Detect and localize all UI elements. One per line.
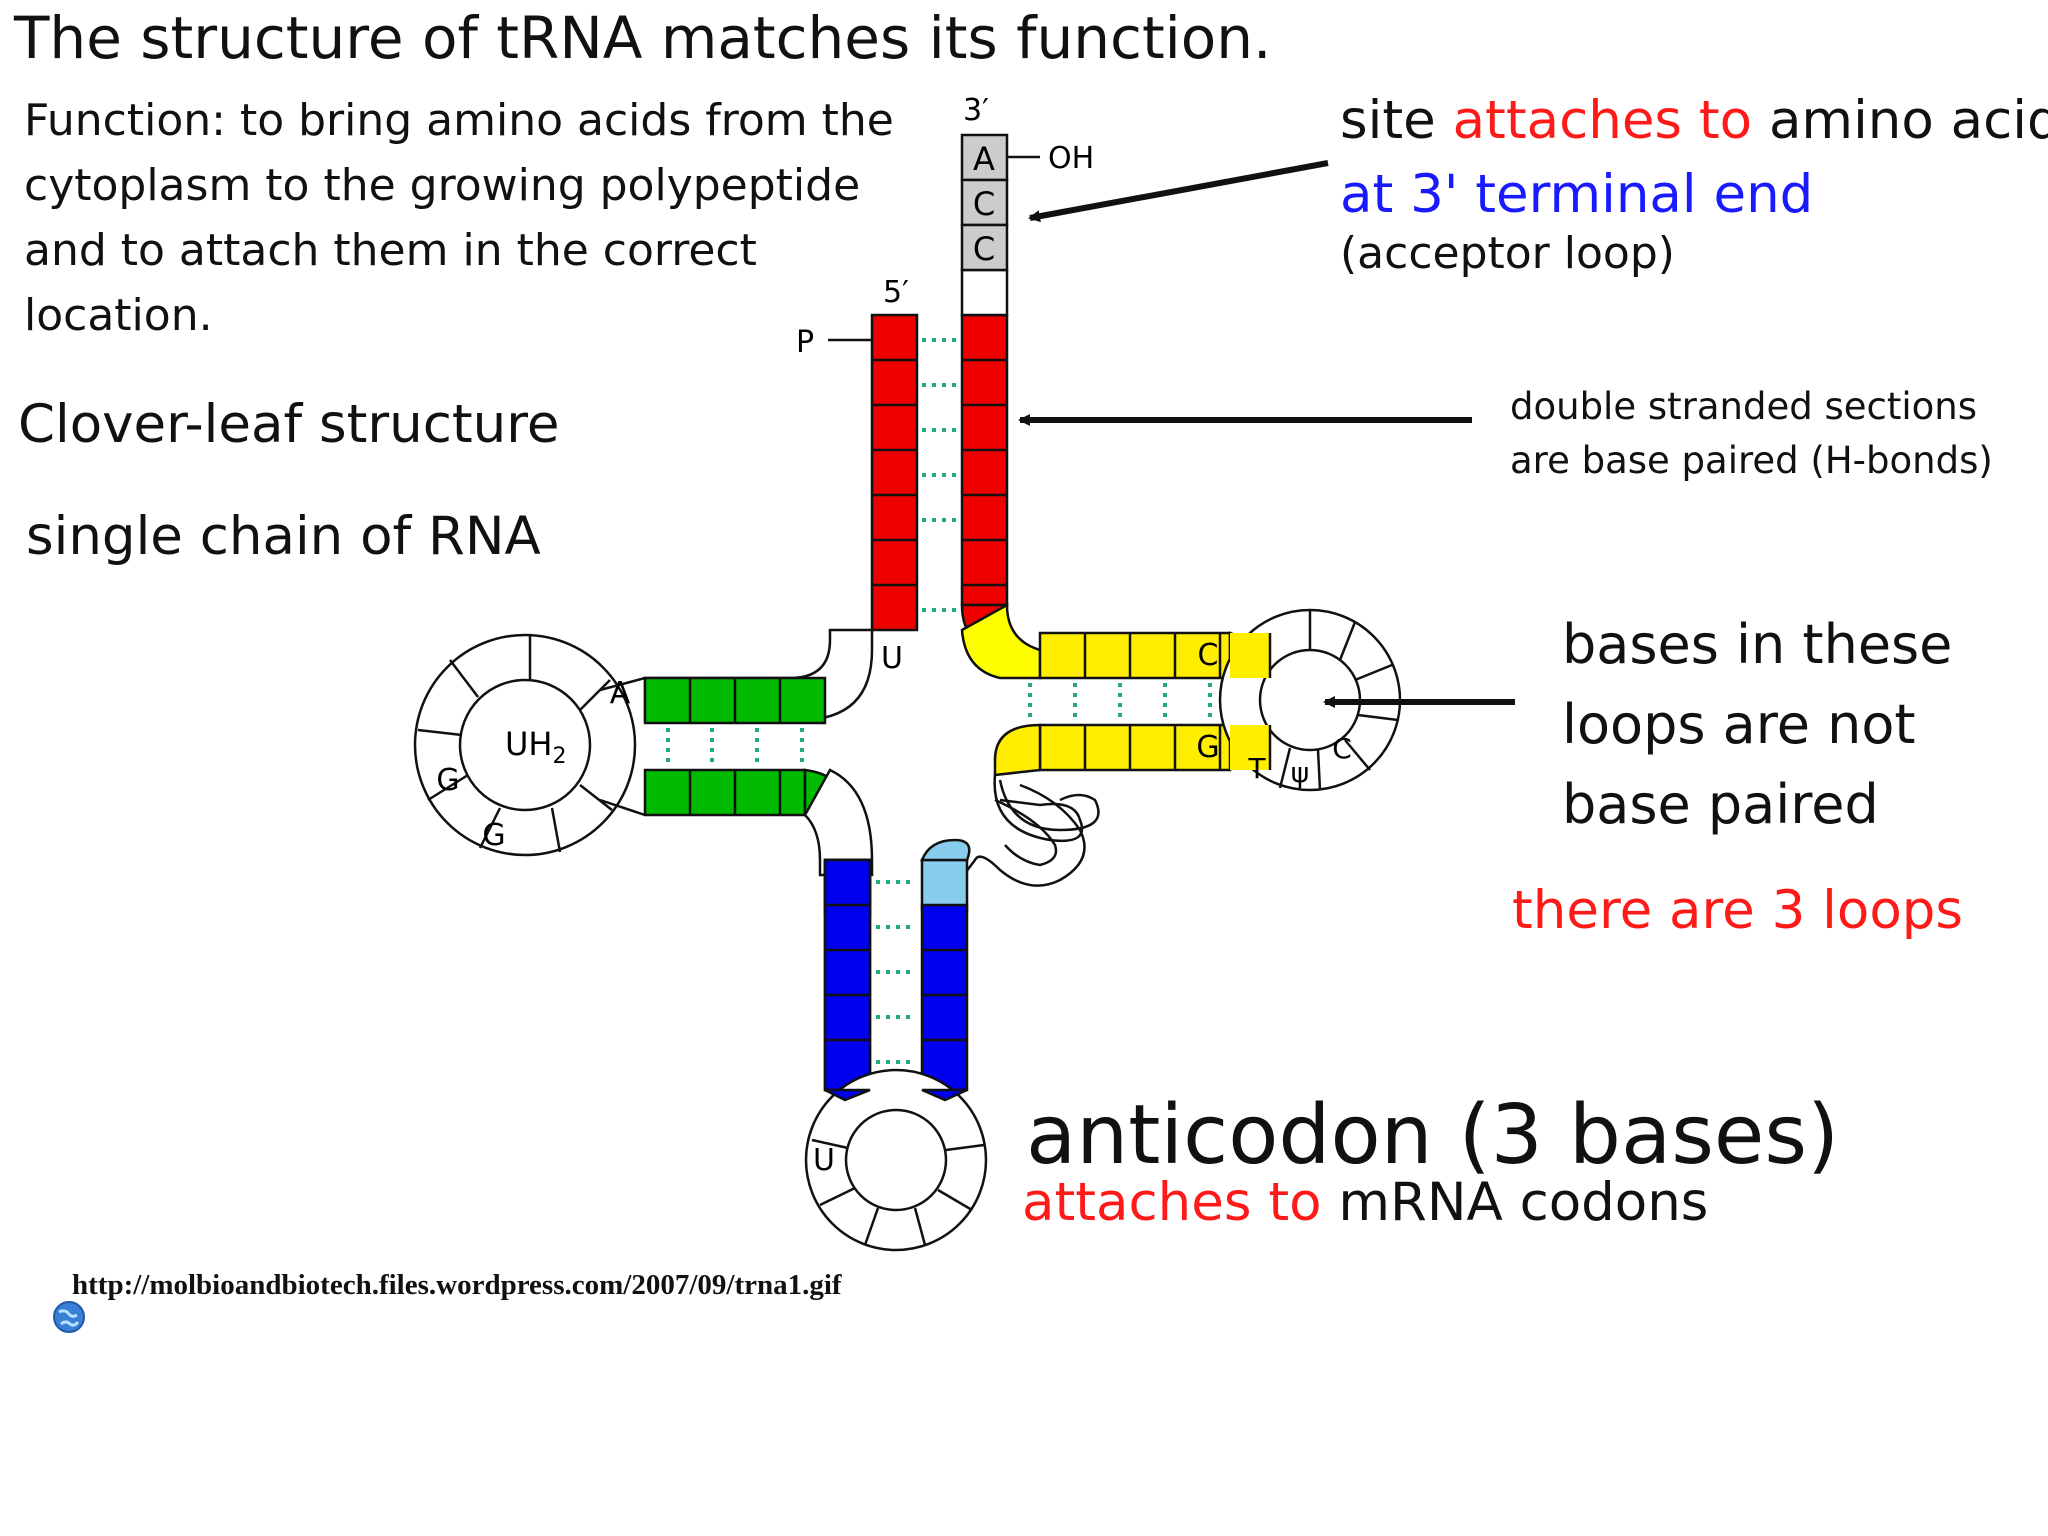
anticodon-sub-annotation: attaches to mRNA codons [1022,1170,1708,1236]
single-chain-label: single chain of RNA [26,506,541,567]
clover-leaf-label: Clover-leaf structure [18,394,560,455]
site-prefix: site [1340,90,1453,151]
three-prime-end-annotation: at 3' terminal end [1340,164,1814,225]
anticodon-base-u: U [813,1143,835,1178]
variable-loop [959,783,1086,887]
uh2-main: UH [505,725,552,763]
d-arm-h-bonds [666,728,804,766]
acceptor-base-1: A [973,140,995,178]
uh2-label: UH2 [505,725,566,769]
t-loop-base-t: T [1247,752,1266,785]
t-loop-base-c1: C [1198,638,1219,673]
d-loop-base-g2: G [482,818,505,853]
d-arm [413,628,874,877]
site-attaches-annotation: site attaches to amino acid [1340,88,2048,154]
acceptor-base-3: C [973,230,995,268]
acceptor-loop-annotation: (acceptor loop) [1340,228,1675,279]
annotation-arrows [1018,160,1515,708]
double-stranded-annotation: double stranded sections are base paired… [1510,385,1993,482]
phosphate-label: P [796,325,814,360]
globe-icon[interactable] [52,1300,86,1334]
oh-label: OH [1048,141,1094,176]
u-near-d-arm: U [881,641,903,676]
anticodon-arm [804,838,988,1252]
acceptor-stem-5prime [870,313,919,632]
three-loops-annotation: there are 3 loops [1512,880,1964,941]
acceptor-h-bonds [922,338,958,612]
site-suffix: amino acid [1752,90,2048,151]
anticodon-annotation: anticodon (3 bases) [1026,1088,1840,1183]
arrow-to-acceptor-site [1028,160,1329,223]
site-attaches-red: attaches to [1452,90,1753,151]
uh2-subscript: 2 [552,744,566,769]
acceptor-stem-3prime [960,268,1011,652]
t-loop-base-c2: C [1332,732,1352,765]
five-prime-label: 5′ [883,275,909,310]
anticodon-h-bonds [876,880,916,1064]
anticodon-sub-rest: mRNA codons [1321,1172,1709,1233]
source-url[interactable]: http://molbioandbiotech.files.wordpress.… [72,1269,842,1301]
d-loop-base-a: A [610,676,631,711]
function-description: Function: to bring amino acids from the … [24,95,894,341]
t-loop-base-g: G [1196,730,1219,765]
acceptor-base-2: C [973,185,995,223]
t-arm-h-bonds [1028,683,1212,721]
d-loop-base-g1: G [436,763,459,798]
t-loop-base-psi: ψ [1291,756,1309,789]
page-title: The structure of tRNA matches its functi… [14,4,1272,72]
three-prime-label: 3′ [963,93,989,128]
acceptor-cap [828,133,1040,342]
anticodon-attaches-red: attaches to [1022,1172,1322,1233]
bases-not-paired-annotation: bases in these loops are not base paired [1562,613,1953,836]
t-arm [960,602,1402,843]
